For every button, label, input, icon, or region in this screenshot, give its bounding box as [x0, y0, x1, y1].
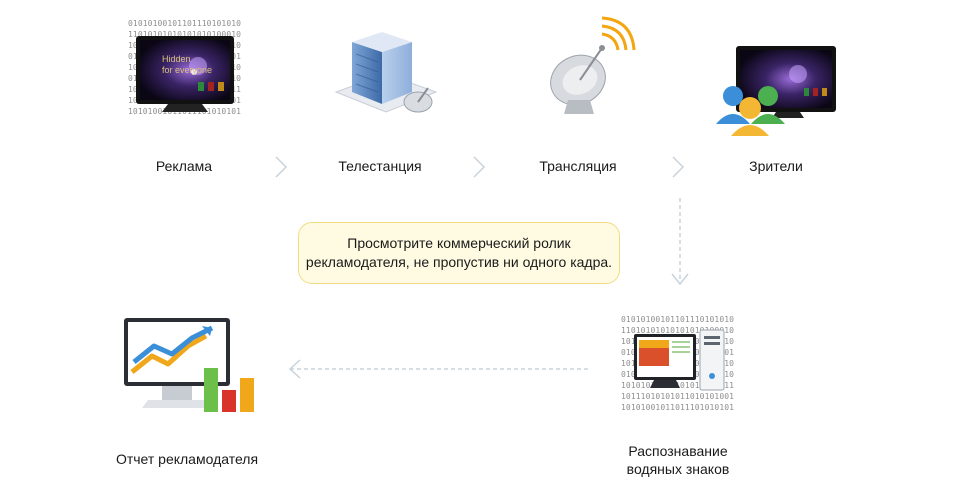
computer-binary-icon	[634, 329, 730, 400]
viewers-people-tv-icon	[716, 44, 840, 136]
arrow-down-dashed-icon	[671, 198, 689, 286]
chevron-right-icon	[672, 156, 685, 178]
chevron-right-icon	[473, 156, 486, 178]
report-label: Отчет рекламодателя	[115, 451, 259, 467]
callout-line-1: Просмотрите коммерческий ролик	[347, 235, 571, 251]
broadcast-label: Трансляция	[539, 158, 617, 174]
satellite-dish-icon	[546, 16, 638, 122]
tv-station-building-icon	[332, 22, 440, 122]
ad-label: Реклама	[155, 158, 213, 174]
viewers-label: Зрители	[749, 158, 803, 174]
callout-box: Просмотрите коммерческий ролик рекламода…	[298, 222, 620, 284]
ad-tv-icon	[136, 36, 236, 116]
callout-line-2: рекламодателя, не пропустив ни одного ка…	[305, 254, 613, 270]
chevron-right-icon	[275, 156, 288, 178]
recognition-label: Распознавание водяных знаков	[626, 443, 730, 477]
arrow-left-dashed-icon	[288, 359, 590, 379]
ad-tv-screen-text: Hidden for everyone	[162, 54, 213, 75]
tv-station-label: Телестанция	[338, 158, 422, 174]
report-monitor-chart-icon	[122, 316, 258, 416]
